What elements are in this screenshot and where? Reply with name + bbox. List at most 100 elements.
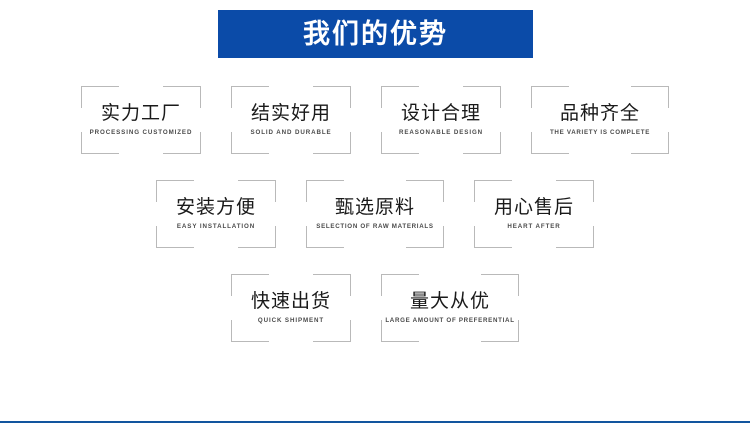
bracket-top-right — [463, 86, 501, 87]
bracket-bottom-right — [481, 341, 519, 342]
bracket-bottom-right — [406, 247, 444, 248]
bracket-top-right — [406, 180, 444, 181]
bracket-top-left — [231, 86, 269, 87]
feature-title-cn: 安装方便 — [175, 197, 256, 219]
bracket-bottom-right — [313, 153, 351, 154]
feature-subtitle-en: SOLID AND DURABLE — [250, 129, 332, 137]
feature-card[interactable]: 设计合理 REASONABLE DESIGN — [381, 86, 501, 154]
bracket-right-top — [500, 86, 501, 108]
bracket-top-right — [631, 86, 669, 87]
bracket-top-right — [313, 86, 351, 87]
bracket-top-left — [306, 180, 344, 181]
feature-title-cn: 设计合理 — [400, 103, 481, 125]
bracket-bottom-left — [306, 247, 344, 248]
bracket-right-top — [350, 274, 351, 296]
feature-card[interactable]: 实力工厂 PROCESSING CUSTOMIZED — [81, 86, 201, 154]
bracket-left-bottom — [474, 226, 475, 248]
bracket-top-right — [481, 274, 519, 275]
bracket-left-top — [156, 180, 157, 202]
bracket-bottom-right — [631, 153, 669, 154]
page-title: 我们的优势 — [303, 18, 448, 49]
bracket-bottom-left — [231, 153, 269, 154]
bracket-left-top — [381, 86, 382, 108]
feature-row-1: 实力工厂 PROCESSING CUSTOMIZED 结实好用 SOLID AN… — [0, 86, 750, 154]
bracket-bottom-left — [156, 247, 194, 248]
header-banner: 我们的优势 — [218, 10, 533, 58]
feature-subtitle-en: QUICK SHIPMENT — [257, 317, 325, 325]
bracket-left-top — [474, 180, 475, 202]
bracket-bottom-right — [313, 341, 351, 342]
bracket-bottom-right — [238, 247, 276, 248]
feature-title-cn: 品种齐全 — [559, 103, 640, 125]
feature-title-cn: 甄选原料 — [334, 197, 415, 219]
bracket-left-bottom — [381, 320, 382, 342]
feature-subtitle-en: THE VARIETY IS COMPLETE — [549, 129, 651, 137]
feature-card[interactable]: 品种齐全 THE VARIETY IS COMPLETE — [531, 86, 669, 154]
bracket-left-bottom — [156, 226, 157, 248]
bracket-right-bottom — [518, 320, 519, 342]
bracket-left-bottom — [231, 320, 232, 342]
bracket-bottom-left — [381, 153, 419, 154]
bracket-left-top — [81, 86, 82, 108]
bracket-left-bottom — [306, 226, 307, 248]
bracket-top-right — [238, 180, 276, 181]
bracket-left-bottom — [231, 132, 232, 154]
feature-title-cn: 用心售后 — [493, 197, 574, 219]
bracket-top-left — [231, 274, 269, 275]
bracket-left-bottom — [531, 132, 532, 154]
bracket-bottom-right — [463, 153, 501, 154]
bracket-top-right — [163, 86, 201, 87]
feature-subtitle-en: LARGE AMOUNT OF PREFERENTIAL — [385, 317, 515, 325]
feature-row-3: 快速出货 QUICK SHIPMENT 量大从优 LARGE AMOUNT OF… — [0, 274, 750, 342]
bracket-bottom-left — [81, 153, 119, 154]
bracket-right-bottom — [500, 132, 501, 154]
bracket-top-right — [556, 180, 594, 181]
bracket-left-bottom — [81, 132, 82, 154]
bracket-top-left — [474, 180, 512, 181]
bracket-top-left — [381, 86, 419, 87]
bracket-left-top — [231, 274, 232, 296]
bracket-top-right — [313, 274, 351, 275]
feature-subtitle-en: EASY INSTALLATION — [176, 223, 256, 231]
bracket-right-top — [275, 180, 276, 202]
bracket-right-top — [593, 180, 594, 202]
bracket-bottom-left — [231, 341, 269, 342]
bracket-bottom-left — [531, 153, 569, 154]
feature-subtitle-en: HEART AFTER — [507, 223, 561, 231]
feature-card[interactable]: 量大从优 LARGE AMOUNT OF PREFERENTIAL — [381, 274, 519, 342]
bracket-right-bottom — [350, 320, 351, 342]
bracket-right-top — [668, 86, 669, 108]
feature-card[interactable]: 安装方便 EASY INSTALLATION — [156, 180, 276, 248]
bottom-divider — [0, 421, 750, 423]
feature-row-2: 安装方便 EASY INSTALLATION 甄选原料 SELECTION OF… — [0, 180, 750, 248]
bracket-left-top — [381, 274, 382, 296]
bracket-right-top — [518, 274, 519, 296]
feature-card[interactable]: 快速出货 QUICK SHIPMENT — [231, 274, 351, 342]
bracket-left-top — [231, 86, 232, 108]
bracket-top-left — [156, 180, 194, 181]
bracket-bottom-right — [163, 153, 201, 154]
bracket-right-bottom — [275, 226, 276, 248]
bracket-right-bottom — [668, 132, 669, 154]
feature-card[interactable]: 甄选原料 SELECTION OF RAW MATERIALS — [306, 180, 444, 248]
bracket-right-bottom — [350, 132, 351, 154]
bracket-left-top — [306, 180, 307, 202]
bracket-left-bottom — [381, 132, 382, 154]
bracket-bottom-left — [474, 247, 512, 248]
bracket-right-top — [443, 180, 444, 202]
bracket-right-top — [200, 86, 201, 108]
feature-title-cn: 实力工厂 — [100, 103, 181, 125]
bracket-bottom-right — [556, 247, 594, 248]
bracket-right-bottom — [200, 132, 201, 154]
bracket-right-bottom — [443, 226, 444, 248]
feature-card[interactable]: 用心售后 HEART AFTER — [474, 180, 594, 248]
feature-title-cn: 快速出货 — [250, 291, 331, 313]
bracket-right-bottom — [593, 226, 594, 248]
feature-subtitle-en: SELECTION OF RAW MATERIALS — [316, 223, 434, 231]
bracket-left-top — [531, 86, 532, 108]
bracket-top-left — [531, 86, 569, 87]
feature-subtitle-en: PROCESSING CUSTOMIZED — [89, 129, 193, 137]
feature-subtitle-en: REASONABLE DESIGN — [398, 129, 484, 137]
feature-card[interactable]: 结实好用 SOLID AND DURABLE — [231, 86, 351, 154]
feature-title-cn: 量大从优 — [409, 291, 490, 313]
